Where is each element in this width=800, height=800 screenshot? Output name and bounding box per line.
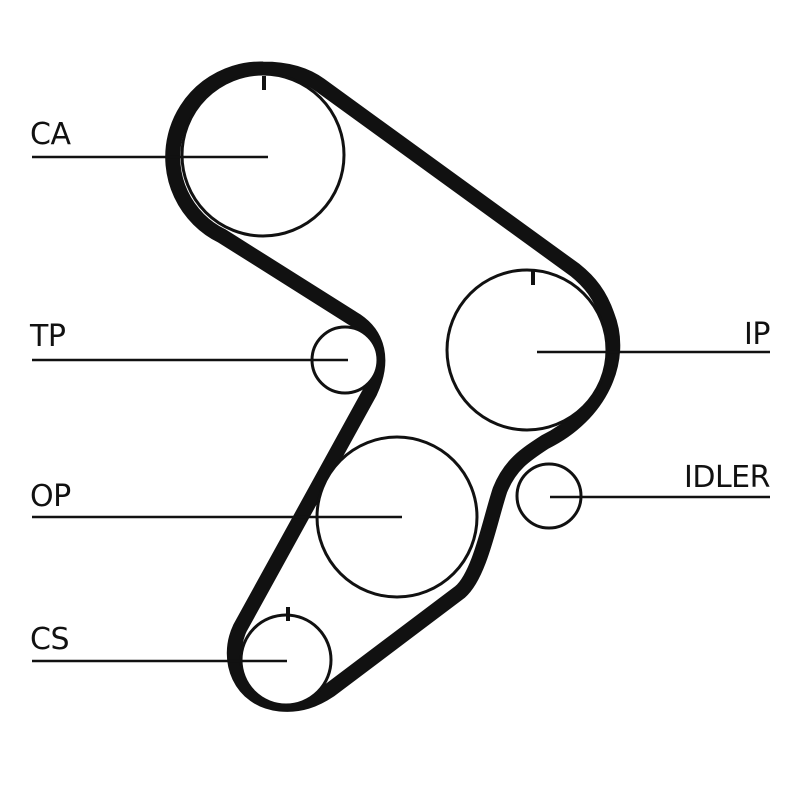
ca-label: CA xyxy=(30,117,71,152)
tp-label: TP xyxy=(30,319,66,354)
ip-label: IP xyxy=(744,317,770,352)
ca-pulley xyxy=(180,72,346,238)
timing-belt xyxy=(165,61,621,712)
op-label: OP xyxy=(30,479,71,514)
cs-label: CS xyxy=(30,622,70,657)
ip-pulley xyxy=(445,268,609,432)
idler-label: IDLER xyxy=(684,460,770,495)
